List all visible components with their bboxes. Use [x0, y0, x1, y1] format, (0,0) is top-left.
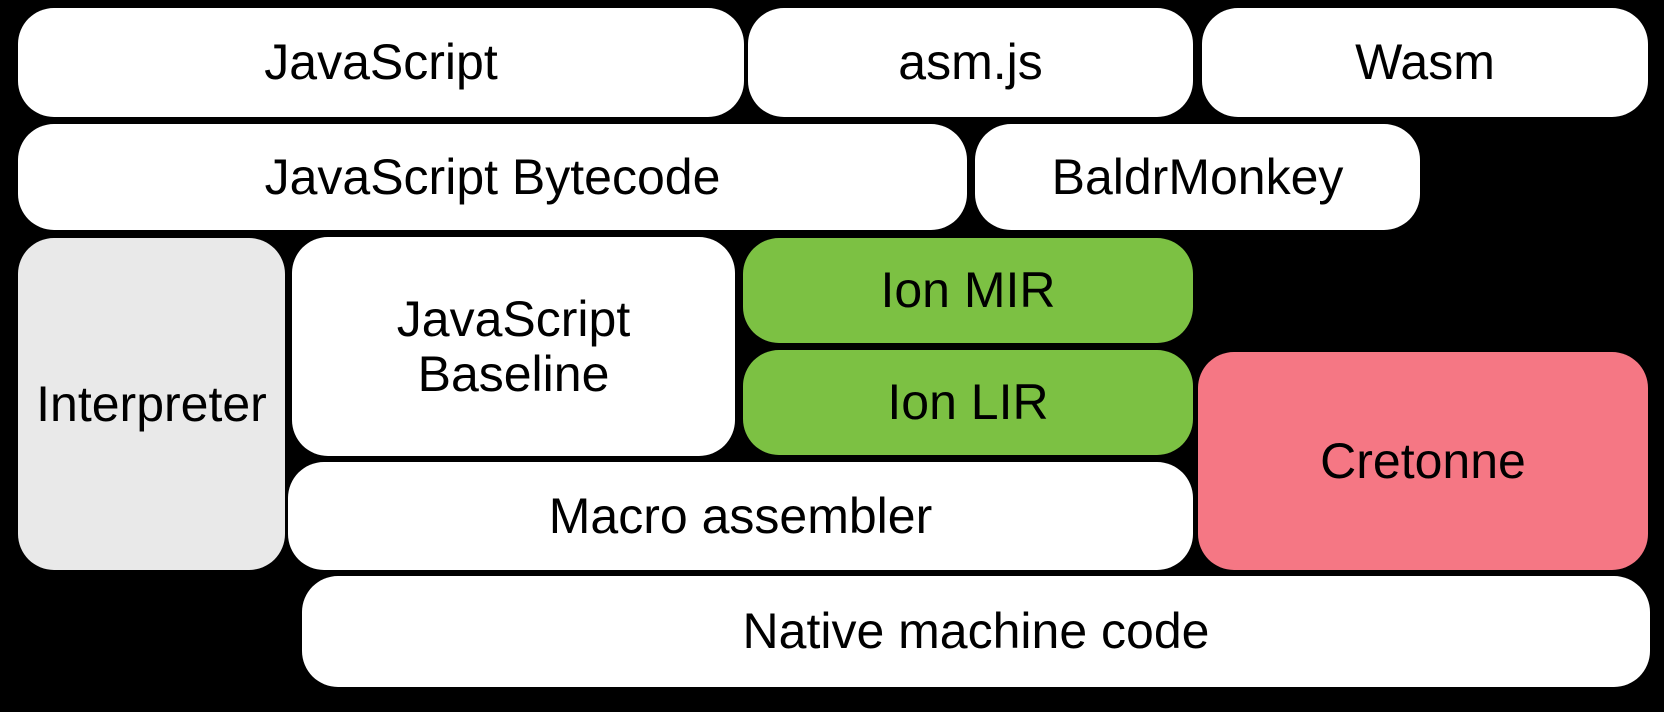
box-native-machine-code: Native machine code	[302, 576, 1650, 687]
box-cretonne: Cretonne	[1198, 352, 1648, 570]
box-javascript-baseline: JavaScript Baseline	[292, 237, 735, 456]
box-interpreter: Interpreter	[18, 238, 285, 570]
box-ion-lir: Ion LIR	[743, 350, 1193, 455]
box-javascript: JavaScript	[18, 8, 744, 117]
box-ion-mir: Ion MIR	[743, 238, 1193, 343]
box-baldrmonkey: BaldrMonkey	[975, 124, 1420, 230]
box-wasm: Wasm	[1202, 8, 1648, 117]
box-asmjs: asm.js	[748, 8, 1193, 117]
box-macro-assembler: Macro assembler	[288, 462, 1193, 570]
box-javascript-bytecode: JavaScript Bytecode	[18, 124, 967, 230]
